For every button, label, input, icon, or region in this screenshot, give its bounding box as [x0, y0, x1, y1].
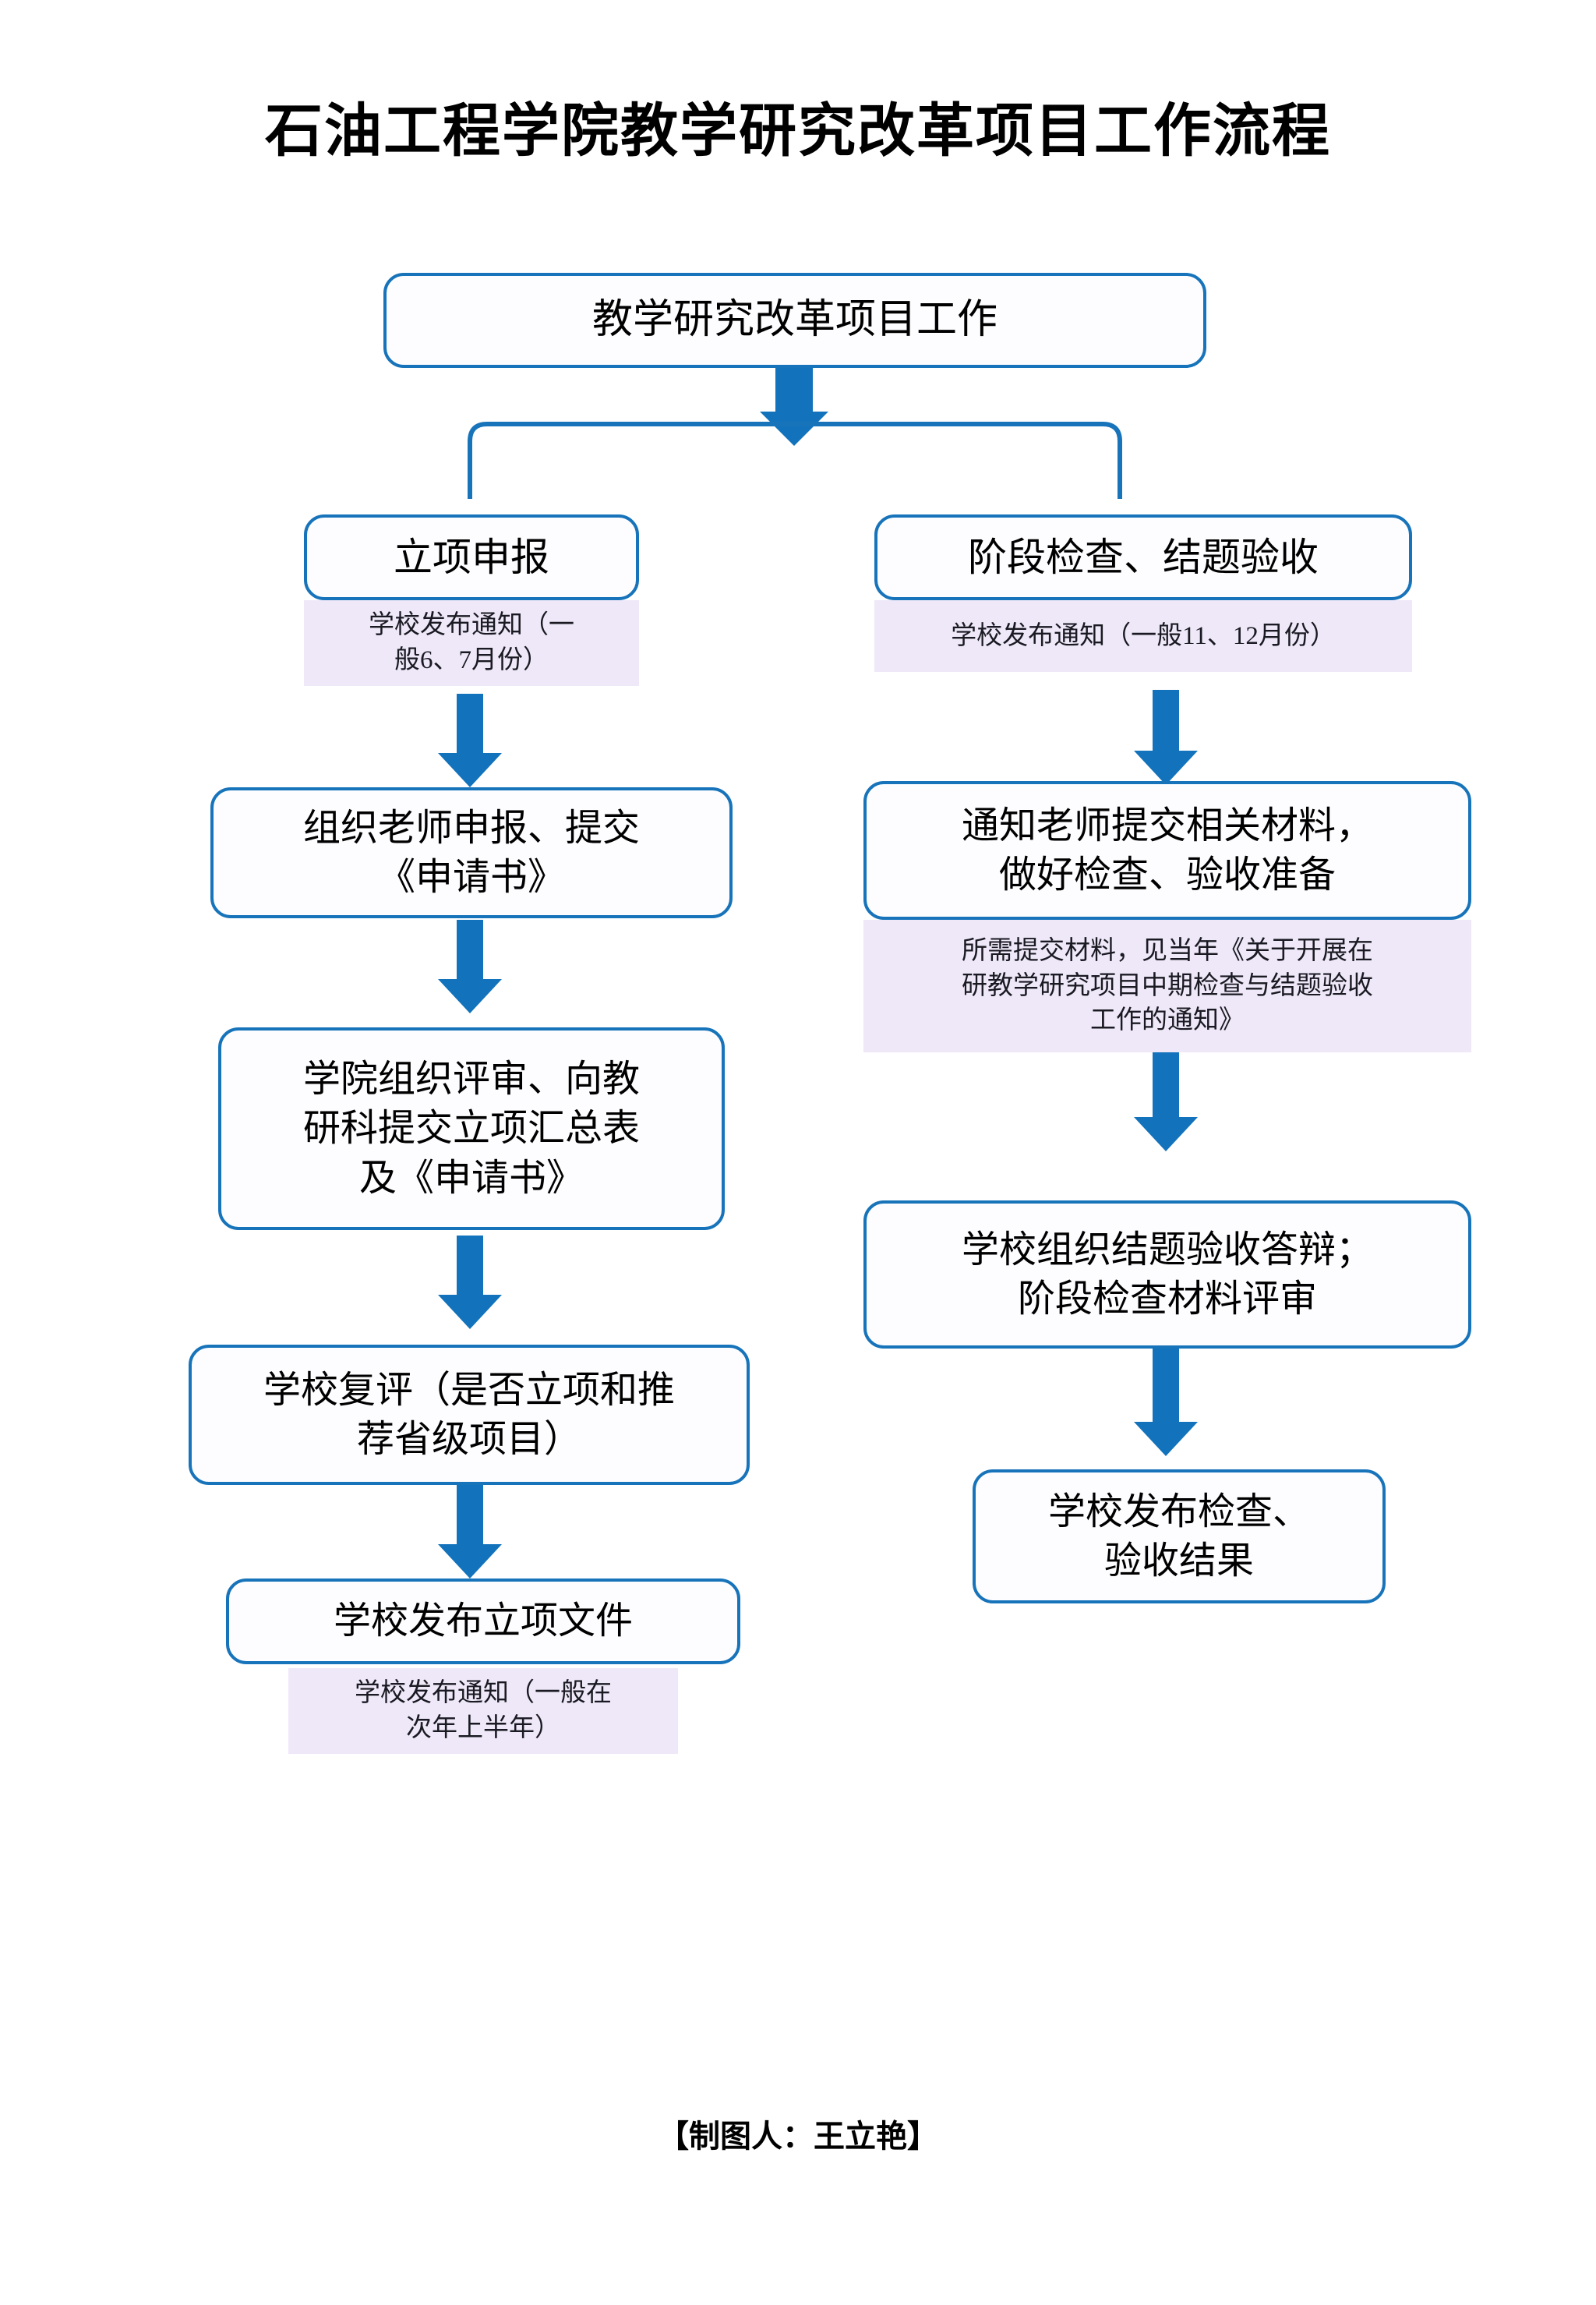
arrow-left-0-to-left-1	[438, 694, 502, 787]
arrow-root-to-split	[760, 366, 828, 446]
node-right-1[interactable]: 通知老师提交相关材料， 做好检查、验收准备	[863, 781, 1471, 920]
node-right-3[interactable]: 学校发布检查、 验收结果	[973, 1469, 1386, 1603]
arrow-left-3-to-left-4	[438, 1485, 502, 1579]
note-left-4: 学校发布通知（一般在 次年上半年）	[288, 1668, 678, 1754]
page-title: 石油工程学院教学研究改革项目工作流程	[265, 97, 1331, 164]
note-right-header: 学校发布通知（一般11、12月份）	[874, 600, 1412, 672]
node-right-header[interactable]: 阶段检查、结题验收	[874, 514, 1412, 600]
node-left-1[interactable]: 组织老师申报、提交 《申请书》	[210, 787, 733, 918]
node-left-3[interactable]: 学校复评（是否立项和推 荐省级项目）	[189, 1345, 750, 1485]
node-right-2[interactable]: 学校组织结题验收答辩； 阶段检查材料评审	[863, 1200, 1471, 1349]
split-bus	[468, 422, 1122, 499]
credit-line: 【制图人：王立艳】	[658, 2119, 938, 2155]
note-left-header: 学校发布通知（一 般6、7月份）	[304, 600, 639, 686]
node-left-4[interactable]: 学校发布立项文件	[226, 1579, 740, 1664]
node-left-header[interactable]: 立项申报	[304, 514, 639, 600]
arrow-right-0-to-right-1	[1134, 690, 1198, 785]
arrow-left-2-to-left-3	[438, 1236, 502, 1329]
arrow-right-2-to-right-3	[1134, 1344, 1198, 1456]
note-right-1: 所需提交材料，见当年《关于开展在 研教学研究项目中期检查与结题验收 工作的通知》	[863, 920, 1471, 1052]
node-left-2[interactable]: 学院组织评审、向教 研科提交立项汇总表 及《申请书》	[218, 1027, 725, 1230]
node-root[interactable]: 教学研究改革项目工作	[383, 273, 1206, 368]
arrow-right-1-to-right-2	[1134, 1048, 1198, 1151]
arrow-left-1-to-left-2	[438, 920, 502, 1013]
